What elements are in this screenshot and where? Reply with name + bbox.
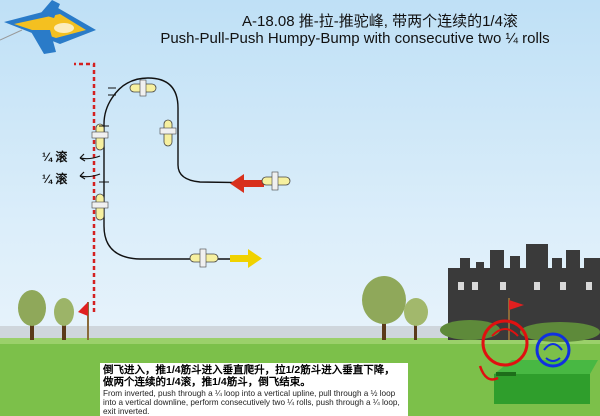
airplane-icon <box>129 79 157 97</box>
center-line <box>74 62 96 312</box>
tree-icon <box>18 290 74 340</box>
caption-chinese: 倒飞进入，推1/4筋斗进入垂直爬升，拉1/2筋斗进入垂直下降，做两个连续的1/4… <box>103 364 395 388</box>
flight-path <box>103 77 269 260</box>
tree-icon <box>362 276 428 340</box>
airplane-icon <box>91 193 109 221</box>
caption-english: From inverted, push through a ¼ loop int… <box>103 389 400 416</box>
roll-label-second: ¼ 滚 <box>42 172 68 186</box>
caption-box: 倒飞进入，推1/4筋斗进入垂直爬升，拉1/2筋斗进入垂直下降，做两个连续的1/4… <box>100 363 408 416</box>
grass-edge <box>0 338 600 344</box>
airplane-icon <box>189 248 219 268</box>
airplane-icon <box>91 123 109 151</box>
exit-arrow <box>230 249 262 268</box>
path-ticks <box>99 87 116 183</box>
judge-icon <box>478 319 598 404</box>
roll-arrows <box>79 153 101 180</box>
airplane-icon <box>159 119 177 147</box>
shrub <box>520 322 600 342</box>
airplane-icon <box>261 171 291 191</box>
flag-icon <box>78 298 524 340</box>
title-english: Push-Pull-Push Humpy-Bump with consecuti… <box>160 30 550 47</box>
entry-arrow <box>230 174 264 193</box>
airplane-logo-icon <box>0 0 96 54</box>
shrub <box>440 320 500 340</box>
title-chinese: A-18.08 推-拉-推驼峰, 带两个连续的1/4滚 <box>242 13 518 30</box>
roll-label-first: ¼ 滚 <box>42 150 68 164</box>
